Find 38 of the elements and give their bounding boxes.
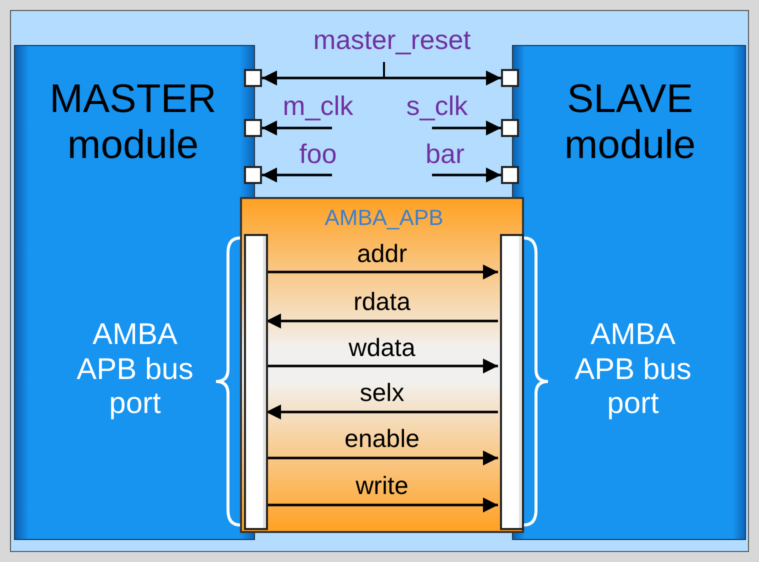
arrow (266, 498, 498, 512)
arrow (262, 70, 501, 86)
arrow (266, 314, 498, 328)
signal-label: m_clk (282, 93, 354, 120)
arrow (266, 358, 498, 374)
port-square (501, 166, 519, 184)
signal-label: addr (356, 242, 408, 267)
port-square (244, 166, 262, 184)
arrow (262, 168, 332, 182)
module-box (14, 45, 255, 540)
port-square (244, 69, 262, 87)
module-title: SLAVE module (563, 76, 697, 168)
arrow (432, 168, 501, 182)
port-label: AMBA APB bus port (574, 318, 692, 422)
port-label: AMBA APB bus port (76, 318, 194, 422)
signal-label: enable (344, 427, 420, 452)
port-square (244, 119, 262, 137)
arrow (266, 450, 498, 466)
signal-label: bar (425, 141, 465, 168)
module-box (512, 45, 746, 540)
port-square (501, 69, 519, 87)
signal-label: selx (360, 381, 404, 406)
port-square (501, 119, 519, 137)
module-title: MASTER module (48, 76, 218, 168)
bus-title: AMBA_APB (324, 205, 444, 230)
arrow (266, 264, 498, 280)
signal-label: s_clk (406, 93, 468, 120)
bus-box (240, 197, 524, 533)
arrow (266, 404, 498, 420)
arrow (262, 120, 332, 136)
signal-label: wdata (348, 336, 416, 361)
signal-label: write (356, 474, 408, 499)
signal-label: rdata (354, 290, 410, 315)
arrow (432, 120, 501, 136)
signal-label: foo (299, 141, 337, 168)
bus-port-bar (244, 234, 268, 530)
signal-label: master_reset (313, 27, 471, 54)
bus-port-bar (500, 234, 524, 530)
